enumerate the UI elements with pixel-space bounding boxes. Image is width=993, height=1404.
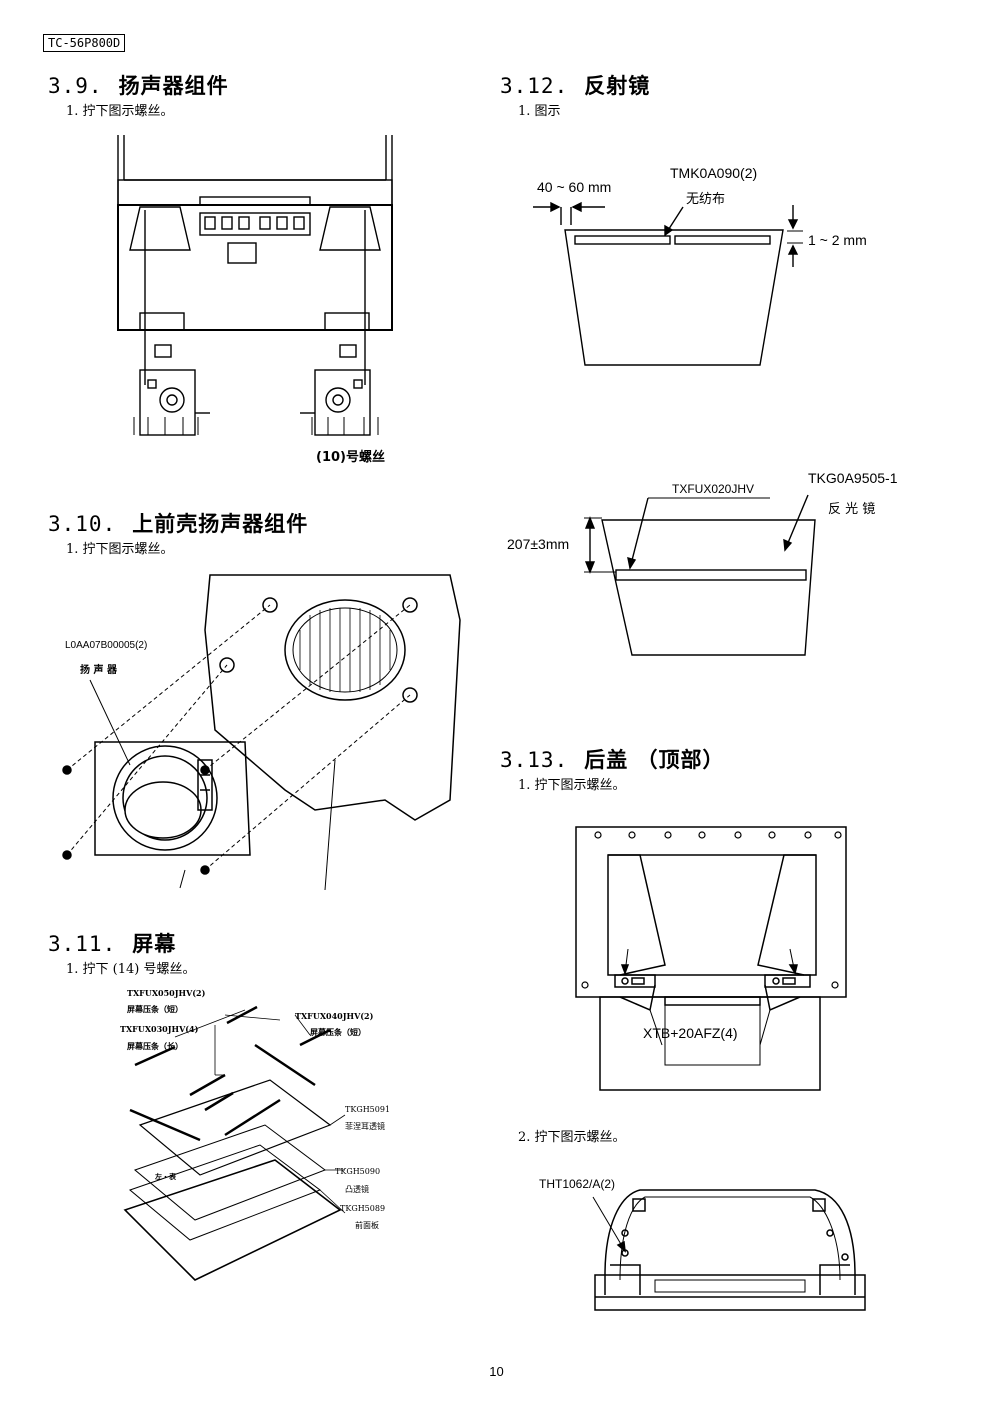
mirror-code: TKG0A9505-1 bbox=[808, 470, 898, 486]
label-l3: TXFUX040JHV(2) bbox=[295, 1011, 374, 1021]
section-title: 扬声器组件 bbox=[118, 74, 229, 98]
screw-code-1: XTB+20AFZ(4) bbox=[643, 1025, 738, 1041]
step-text-2: 2. 拧下图示螺丝。 bbox=[518, 1130, 626, 1145]
section-3-9-heading: 3.9. 扬声器组件 bbox=[48, 70, 229, 100]
step-text: 1. 拧下图示螺丝。 bbox=[518, 778, 626, 793]
label-l3n: 屏幕压条（短） bbox=[310, 1027, 366, 1037]
section-3-11-heading: 3.11. 屏幕 bbox=[48, 928, 176, 958]
page-number: 10 bbox=[489, 1364, 504, 1379]
label-l1n: 屏幕压条（短） bbox=[127, 1004, 183, 1014]
step-text: 1. 拧下图示螺丝。 bbox=[66, 542, 174, 557]
label-left-front: 左・表 bbox=[155, 1172, 176, 1181]
mirror-cloth-figure bbox=[525, 195, 825, 375]
label-l6n: 前面板 bbox=[355, 1221, 379, 1230]
screw-code-2: THT1062/A(2) bbox=[539, 1177, 616, 1191]
section-number: 3.12. bbox=[500, 74, 569, 98]
section-title: 反射镜 bbox=[584, 74, 651, 98]
section-title: 屏幕 bbox=[132, 932, 177, 956]
speaker-part-name: 扬 声 器 bbox=[80, 665, 117, 676]
section-3-10-heading: 3.10. 上前壳扬声器组件 bbox=[48, 508, 308, 538]
cloth-code: TMK0A090(2) bbox=[670, 165, 758, 181]
rear-cover-top-figure bbox=[585, 1185, 875, 1313]
gap-dimension: 40 ~ 60 mm bbox=[537, 179, 612, 195]
strip-code: TXFUX020JHV bbox=[672, 482, 755, 496]
label-l1: TXFUX050JHV(2) bbox=[127, 988, 206, 998]
section-3-12-heading: 3.12. 反射镜 bbox=[500, 70, 650, 100]
height-dimension: 207±3mm bbox=[507, 536, 570, 552]
screen-exploded-figure bbox=[115, 985, 415, 1285]
screw-label: (10)号螺丝 bbox=[316, 450, 385, 465]
front-cabinet-speaker-figure bbox=[55, 570, 465, 890]
step-text: 1. 图示 bbox=[518, 104, 561, 119]
mirror-name: 反 光 镜 bbox=[828, 502, 876, 517]
step-text: 1. 拧下 (14) 号螺丝。 bbox=[66, 962, 196, 977]
label-l2n: 屏幕压条（长） bbox=[127, 1041, 183, 1051]
label-l5n: 凸透镜 bbox=[345, 1185, 369, 1194]
section-number: 3.9. bbox=[48, 74, 103, 98]
speaker-unit-figure bbox=[110, 135, 400, 465]
label-l2: TXFUX030JHV(4) bbox=[120, 1024, 199, 1034]
thickness-dimension: 1 ~ 2 mm bbox=[808, 232, 867, 248]
label-l4n: 菲涅耳透镜 bbox=[345, 1122, 385, 1131]
cloth-name: 无纺布 bbox=[686, 192, 726, 207]
rear-cover-figure bbox=[570, 825, 850, 1095]
label-l4: TKGH5091 bbox=[345, 1105, 391, 1114]
step-text: 1. 拧下图示螺丝。 bbox=[66, 104, 174, 119]
section-title: 后盖 （顶部） bbox=[584, 748, 725, 772]
label-l6: TKGH5089 bbox=[340, 1204, 386, 1213]
label-l5: TKGH5090 bbox=[335, 1167, 381, 1176]
model-number: TC-56P800D bbox=[43, 34, 126, 52]
section-number: 3.13. bbox=[500, 748, 569, 772]
mirror-strip-figure bbox=[580, 490, 840, 665]
section-number: 3.11. bbox=[48, 932, 117, 956]
section-title: 上前壳扬声器组件 bbox=[132, 512, 309, 536]
speaker-part-code: L0AA07B00005(2) bbox=[65, 640, 148, 651]
section-number: 3.10. bbox=[48, 512, 117, 536]
section-3-13-heading: 3.13. 后盖 （顶部） bbox=[500, 744, 725, 774]
